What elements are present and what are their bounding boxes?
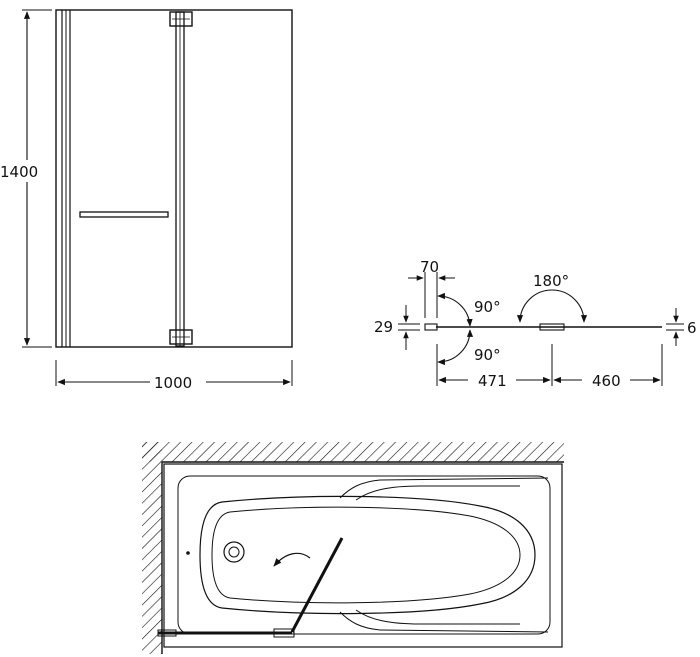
- swing-direction-arrow: [273, 552, 311, 567]
- wall-hatch-left: [142, 442, 162, 654]
- hinge-plan: [539, 323, 565, 331]
- wall-hatch-top: [142, 442, 564, 462]
- front-view: 1400 1000: [0, 9, 293, 392]
- fold-arc: [516, 289, 588, 323]
- panel-width-label: 70: [420, 258, 439, 276]
- wall-profile-plan: [424, 323, 438, 331]
- plan-view: 70 29 90° 90° 180° 6 471 460: [374, 258, 697, 390]
- towel-bar: [79, 211, 169, 218]
- panel2-label: 460: [592, 372, 621, 390]
- bathtub-top-view: [142, 442, 564, 654]
- tub-rim: [163, 463, 563, 648]
- screen-outline: [55, 9, 293, 348]
- moving-panel: [290, 537, 344, 633]
- thickness-label: 29: [374, 318, 393, 336]
- swing-arc-upper: [437, 292, 473, 327]
- panel1-label: 471: [478, 372, 507, 390]
- swing-lower-label: 90°: [474, 346, 501, 364]
- width-label: 1000: [154, 374, 192, 392]
- gap-label: 6: [687, 319, 697, 337]
- tub-basin: [199, 495, 536, 615]
- swing-upper-label: 90°: [474, 298, 501, 316]
- fold-label: 180°: [533, 272, 569, 290]
- lower-hinge: [169, 329, 193, 345]
- height-label: 1400: [0, 163, 38, 181]
- upper-hinge: [169, 11, 193, 27]
- drain: [223, 541, 245, 563]
- swing-arc-lower: [437, 329, 474, 366]
